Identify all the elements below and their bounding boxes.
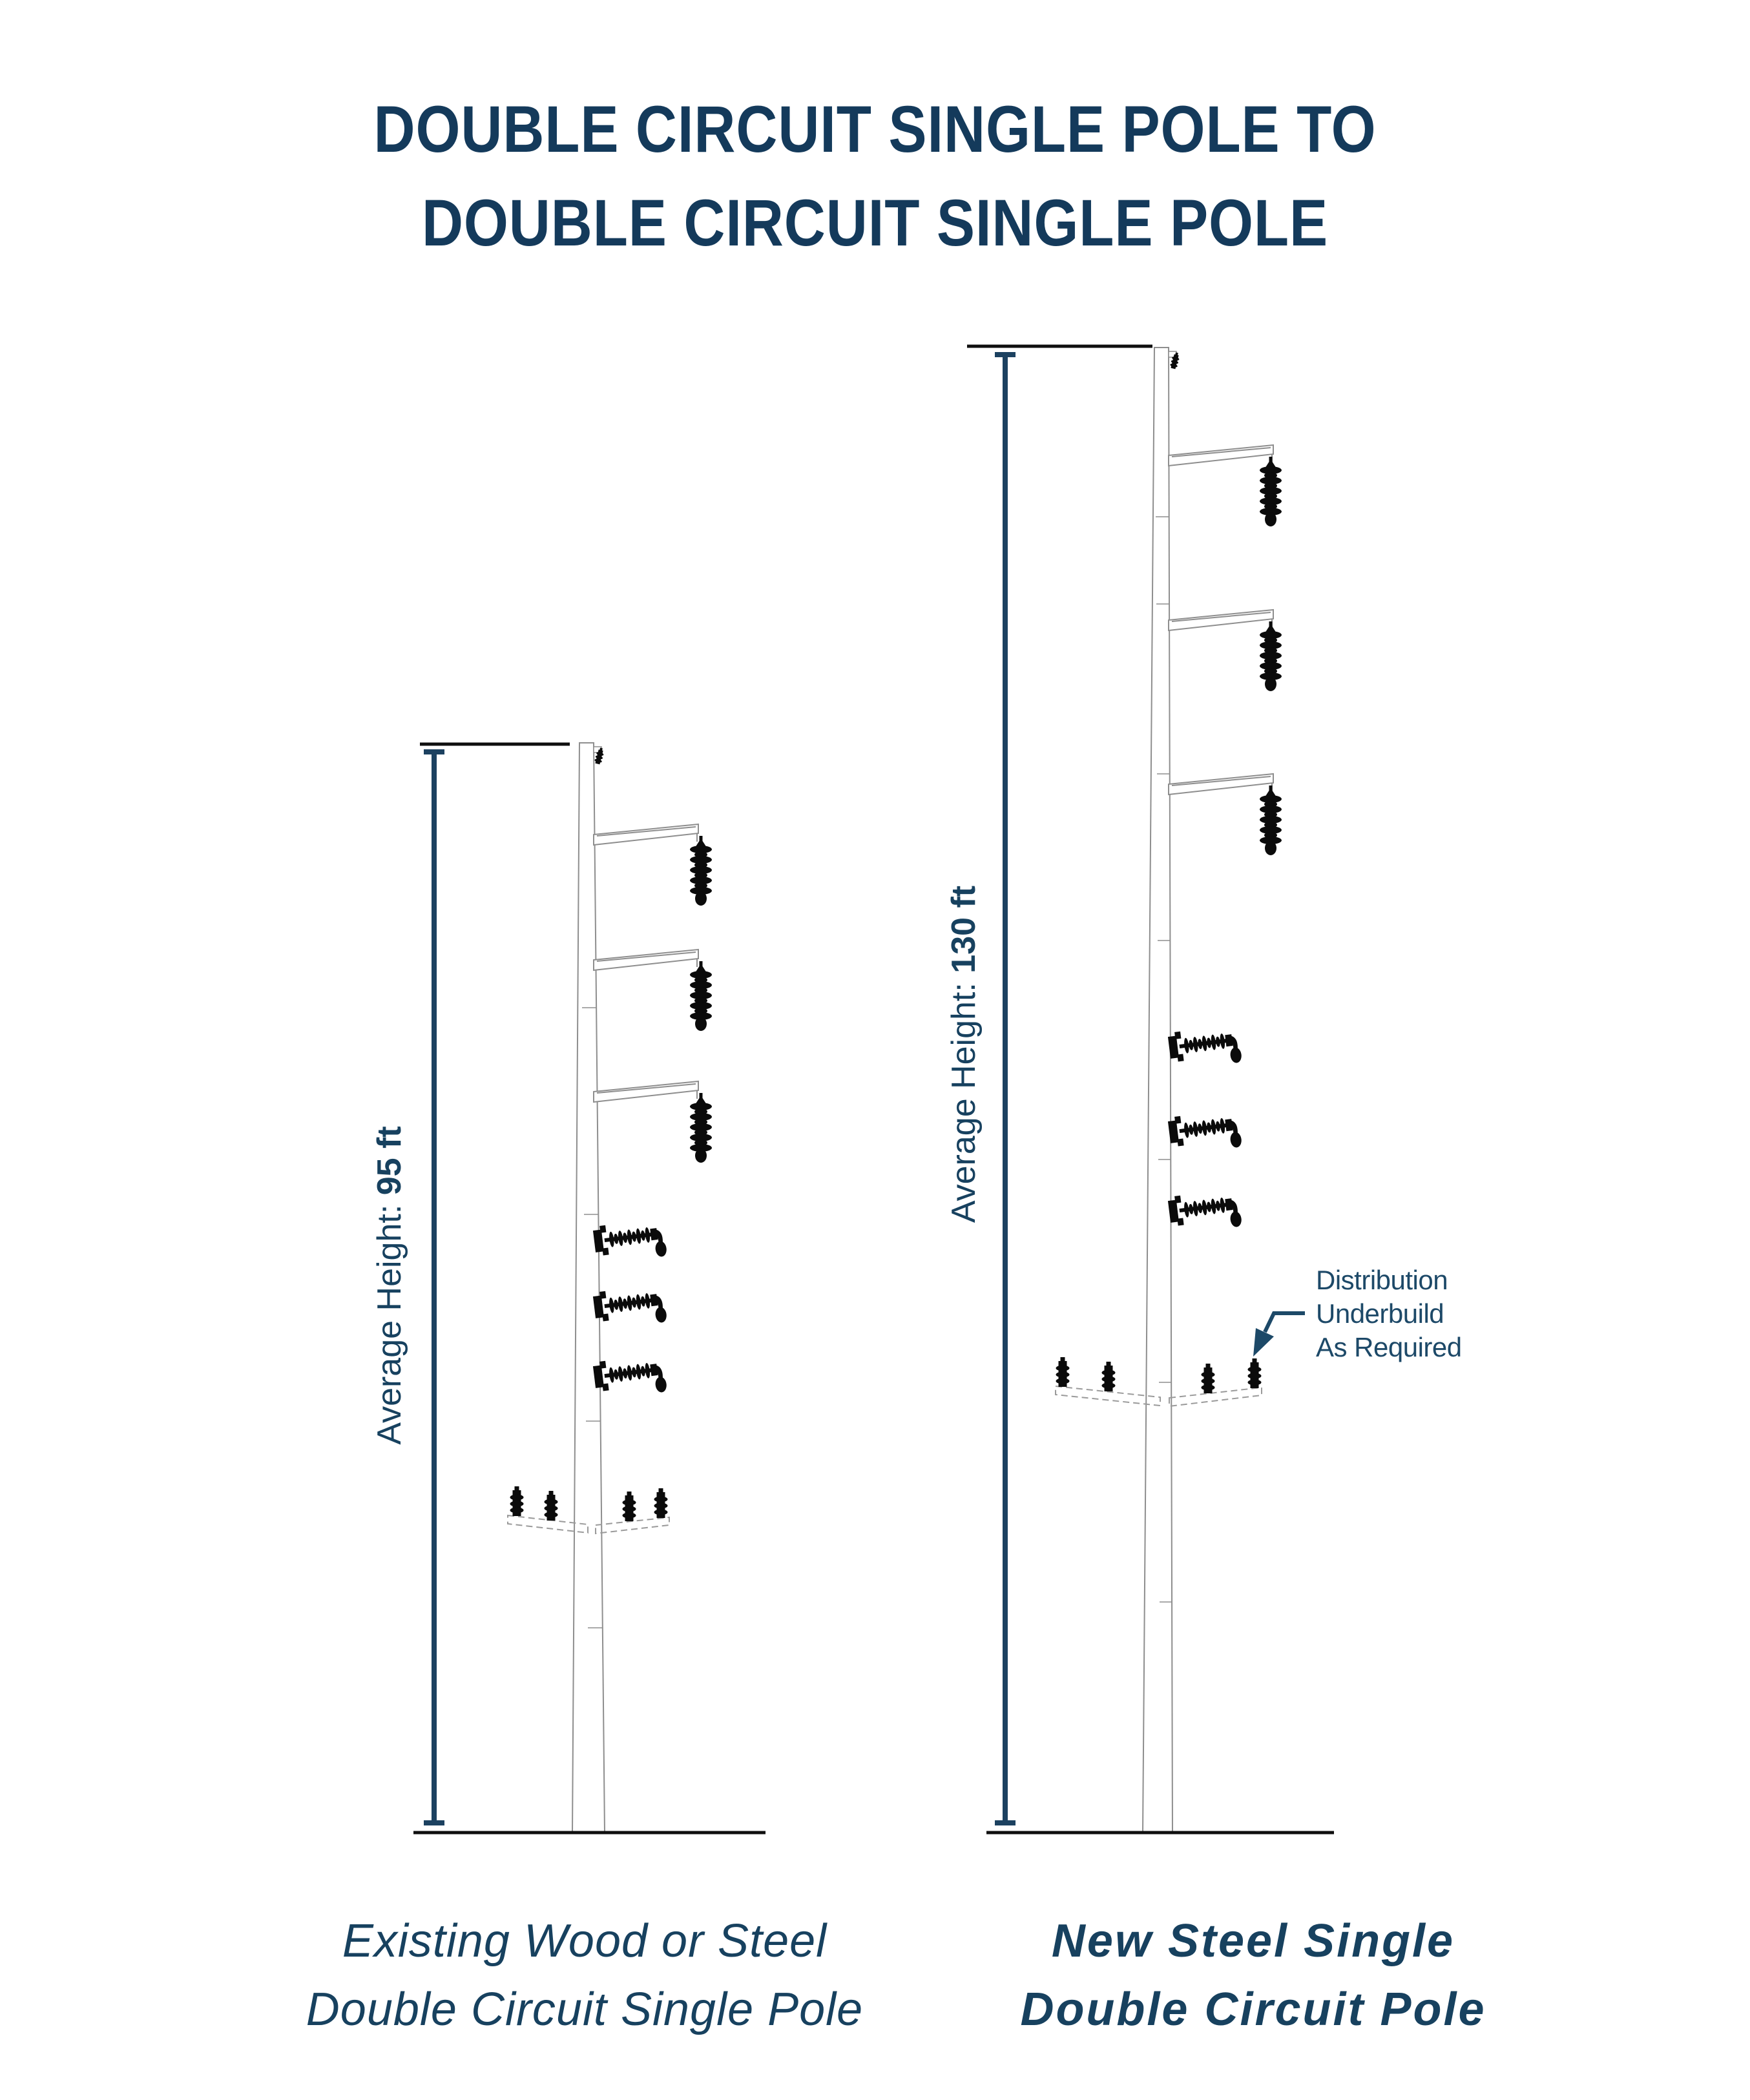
left-average-height-text: Average Height: bbox=[371, 1195, 408, 1445]
left-distribution-crossarm bbox=[507, 1514, 670, 1535]
right-post-insulator-1 bbox=[1167, 1024, 1243, 1071]
left-crossarm-1 bbox=[593, 824, 699, 846]
right-pole-joints bbox=[1156, 516, 1172, 1603]
distribution-underbuild-callout: Distribution Underbuild As Required bbox=[1316, 1263, 1462, 1364]
left-distribution-insulator-1 bbox=[510, 1486, 524, 1516]
left-average-height-label: Average Height: 95 ft bbox=[364, 995, 415, 1576]
left-distribution-insulator-3 bbox=[622, 1492, 636, 1521]
right-distribution-insulator-4 bbox=[1247, 1358, 1262, 1388]
callout-arrow-icon bbox=[1253, 1311, 1305, 1357]
left-suspension-insulator-3 bbox=[690, 1093, 712, 1163]
right-average-height-text: Average Height: bbox=[945, 973, 983, 1223]
right-pole bbox=[1141, 347, 1174, 1833]
right-pole-figure bbox=[967, 344, 1334, 1835]
right-average-height-value: 130 ft bbox=[945, 885, 983, 973]
right-distribution-insulator-1 bbox=[1056, 1357, 1070, 1387]
right-suspension-insulator-2 bbox=[1260, 621, 1282, 691]
callout-line2: Underbuild bbox=[1316, 1298, 1444, 1329]
left-post-insulator-2 bbox=[592, 1284, 668, 1331]
right-pole-caption: New Steel Single Double Circuit Pole bbox=[930, 1907, 1576, 2044]
left-pole-caption: Existing Wood or Steel Double Circuit Si… bbox=[197, 1907, 972, 2044]
left-pole-caption-line1: Existing Wood or Steel bbox=[342, 1915, 828, 1967]
right-suspension-insulator-1 bbox=[1260, 457, 1282, 526]
page-title: DOUBLE CIRCUIT SINGLE POLE TO DOUBLE CIR… bbox=[114, 83, 1636, 270]
page-title-line2: DOUBLE CIRCUIT SINGLE POLE bbox=[421, 186, 1329, 260]
left-pole-figure bbox=[413, 742, 766, 1835]
page-title-line1: DOUBLE CIRCUIT SINGLE POLE TO bbox=[373, 92, 1377, 166]
right-post-insulator-2 bbox=[1167, 1108, 1243, 1156]
right-height-dimension-line bbox=[995, 352, 1016, 1825]
right-crossarm-1 bbox=[1168, 444, 1274, 466]
left-pole bbox=[571, 742, 606, 1833]
left-height-dimension-line bbox=[424, 749, 444, 1825]
right-pole-caption-line2: Double Circuit Pole bbox=[1020, 1984, 1486, 2035]
left-crossarm-3 bbox=[593, 1081, 699, 1103]
right-crossarm-3 bbox=[1168, 773, 1274, 795]
callout-line3: As Required bbox=[1316, 1332, 1462, 1362]
right-crossarm-2 bbox=[1168, 609, 1274, 631]
left-crossarm-2 bbox=[593, 949, 699, 971]
right-distribution-crossarm bbox=[1055, 1385, 1262, 1408]
left-post-insulator-1 bbox=[592, 1218, 668, 1265]
callout-line1: Distribution bbox=[1316, 1265, 1448, 1295]
left-pole-joints bbox=[582, 1007, 603, 1628]
right-pole-caption-line1: New Steel Single bbox=[1051, 1915, 1455, 1967]
left-distribution-insulator-2 bbox=[544, 1491, 558, 1521]
left-suspension-insulator-2 bbox=[690, 961, 712, 1031]
right-distribution-insulator-3 bbox=[1201, 1364, 1215, 1393]
left-post-insulator-3 bbox=[592, 1353, 668, 1400]
left-pole-caption-line2: Double Circuit Single Pole bbox=[306, 1984, 864, 2035]
left-suspension-insulator-1 bbox=[690, 836, 712, 906]
right-post-insulator-3 bbox=[1167, 1188, 1243, 1235]
left-distribution-insulator-4 bbox=[654, 1488, 668, 1518]
left-average-height-value: 95 ft bbox=[371, 1126, 408, 1196]
right-suspension-insulator-3 bbox=[1260, 785, 1282, 855]
right-distribution-insulator-2 bbox=[1101, 1362, 1116, 1391]
right-average-height-label: Average Height: 130 ft bbox=[938, 764, 990, 1345]
